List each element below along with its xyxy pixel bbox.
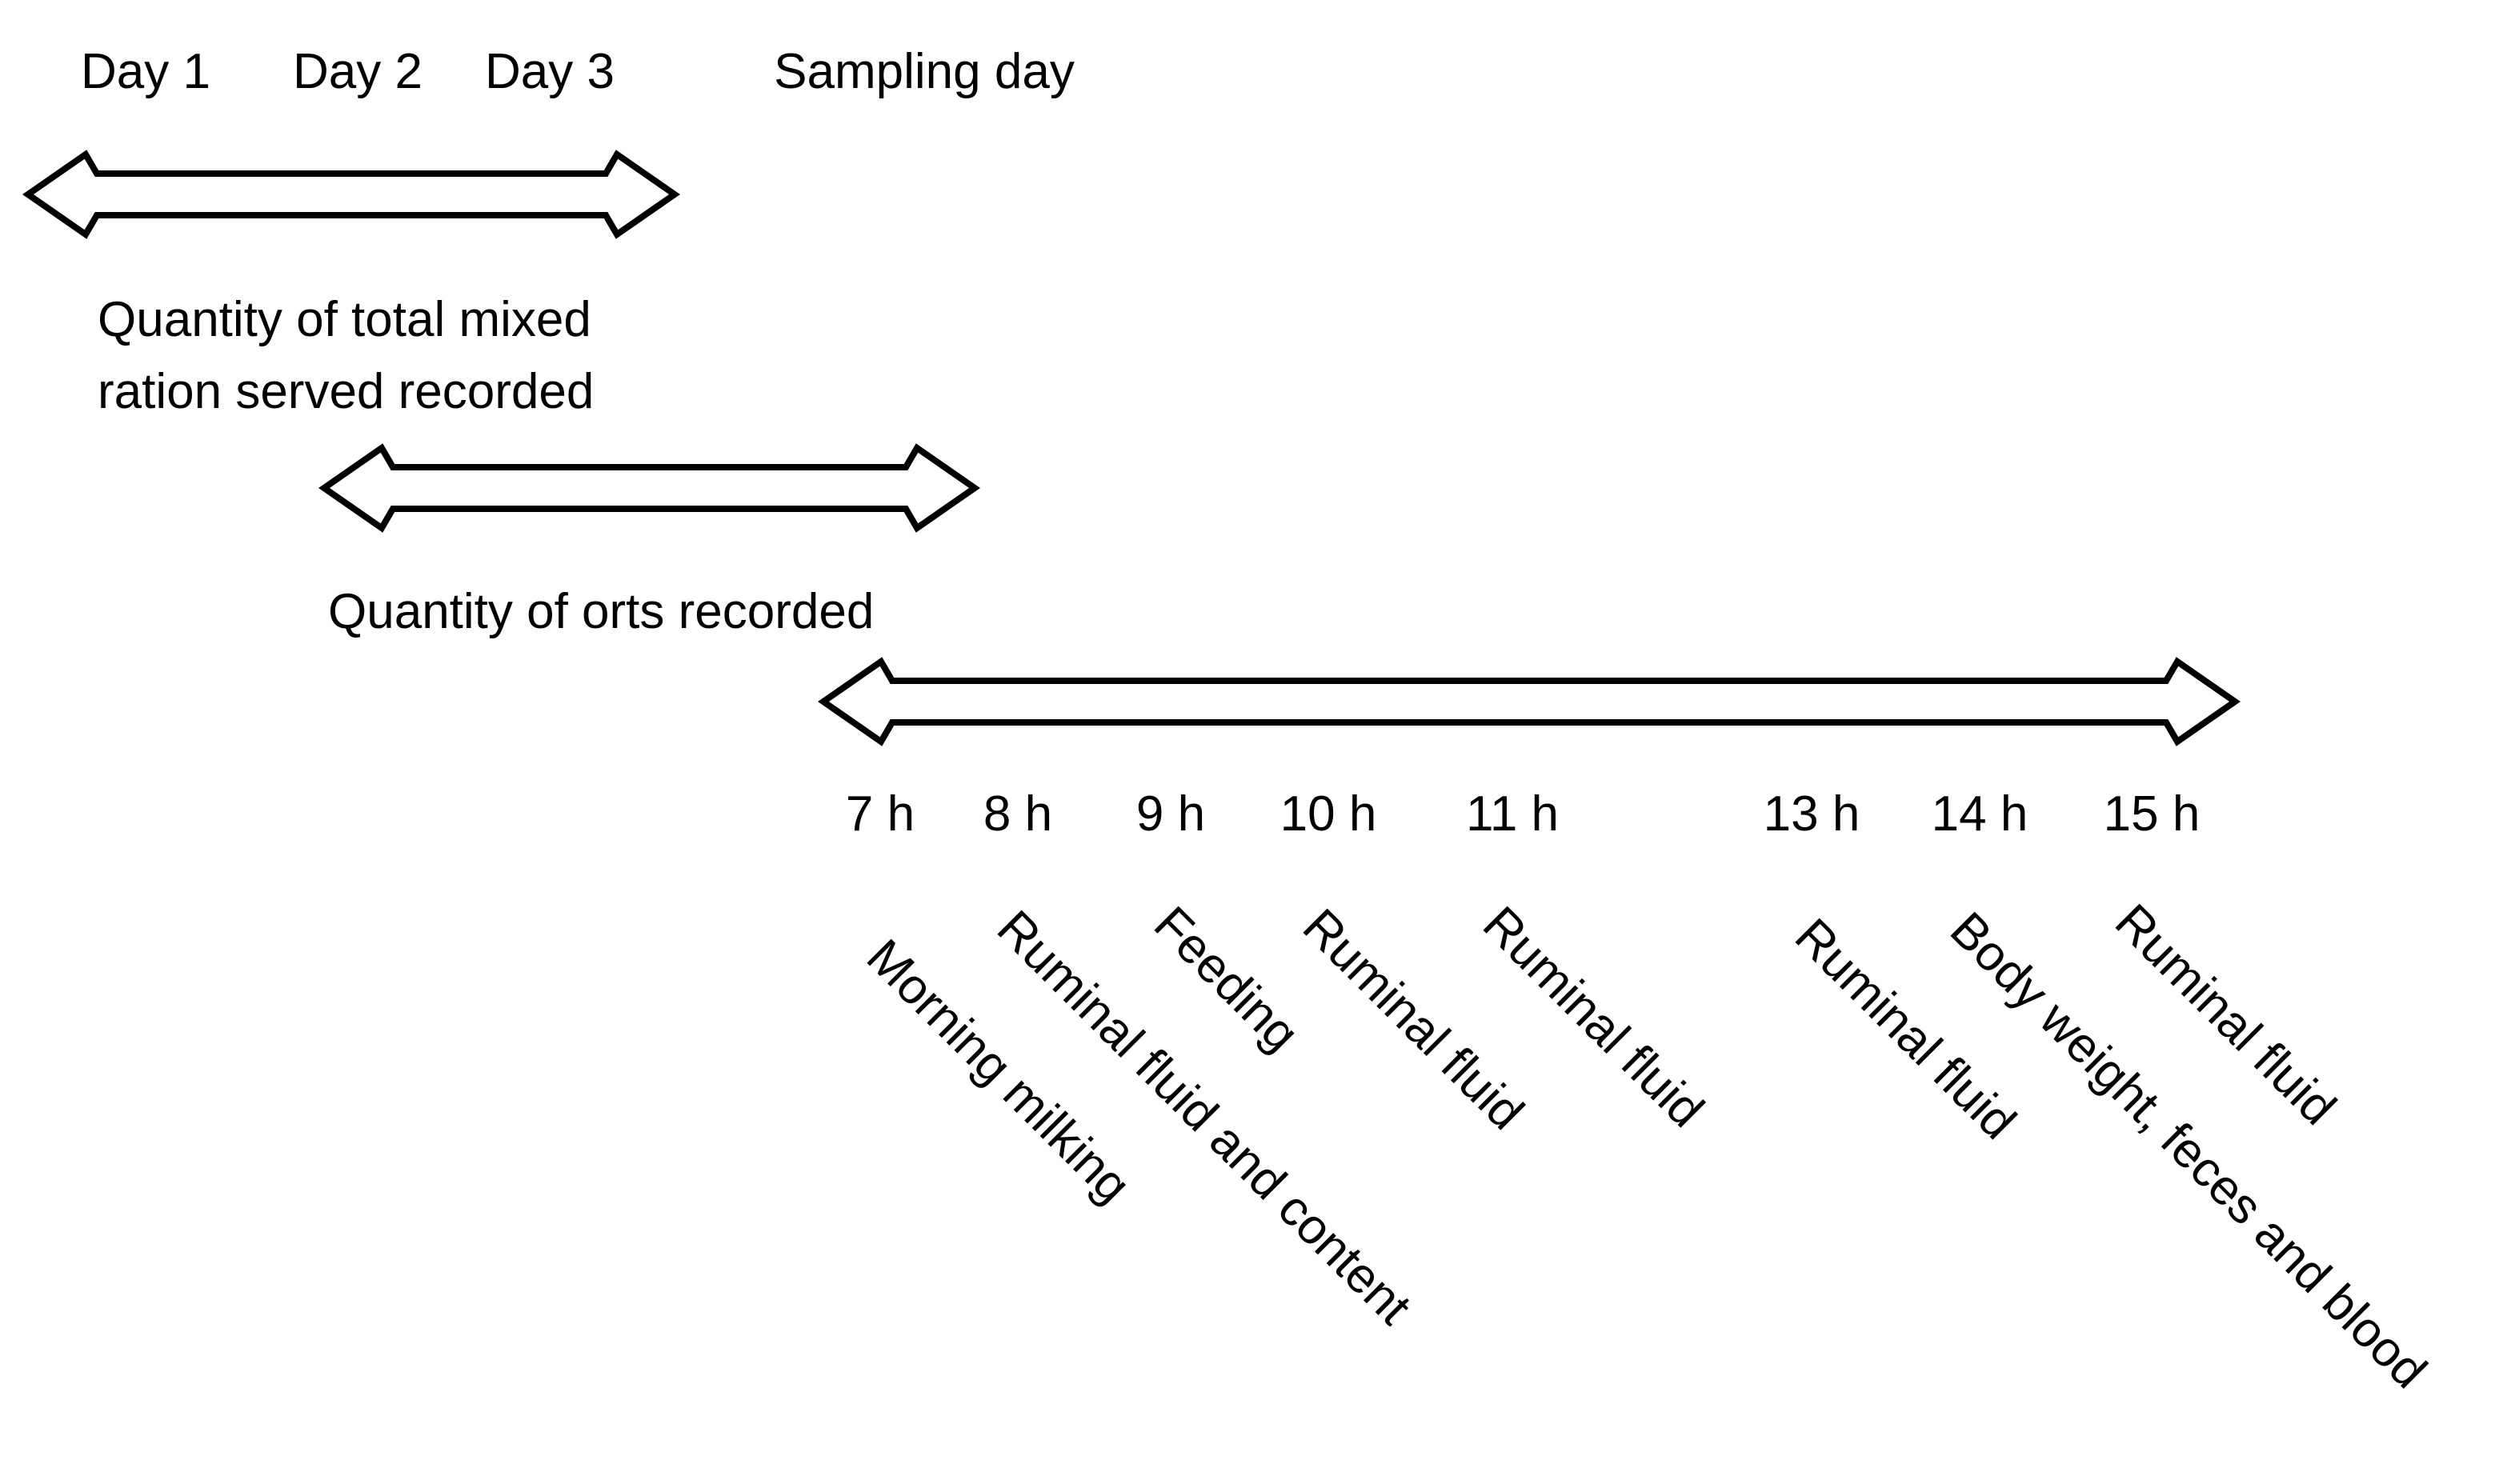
hour-label-11h: 11 h bbox=[1465, 786, 1560, 842]
hour-label-9h: 9 h bbox=[1135, 786, 1206, 842]
orts-period-arrow bbox=[318, 443, 981, 533]
tmr-annotation-line-2: ration served recorded bbox=[98, 364, 595, 419]
hour-label-10h: 10 h bbox=[1280, 786, 1377, 842]
day-2-label: Day 2 bbox=[293, 44, 423, 99]
day-3-label: Day 3 bbox=[485, 44, 615, 99]
hour-label-13h: 13 h bbox=[1763, 786, 1860, 842]
hour-label-8h: 8 h bbox=[983, 786, 1053, 842]
tmr-annotation-line-1: Quantity of total mixed bbox=[98, 292, 591, 347]
sampling-day-arrow bbox=[817, 657, 2241, 746]
days-1-3-arrow bbox=[22, 150, 681, 239]
hour-label-14h: 14 h bbox=[1931, 786, 2028, 842]
hour-label-15h: 15 h bbox=[2103, 786, 2201, 842]
orts-annotation: Quantity of orts recorded bbox=[328, 584, 875, 639]
hour-label-7h: 7 h bbox=[845, 786, 915, 842]
day-1-label: Day 1 bbox=[81, 44, 210, 99]
sampling-day-label: Sampling day bbox=[774, 44, 1075, 99]
